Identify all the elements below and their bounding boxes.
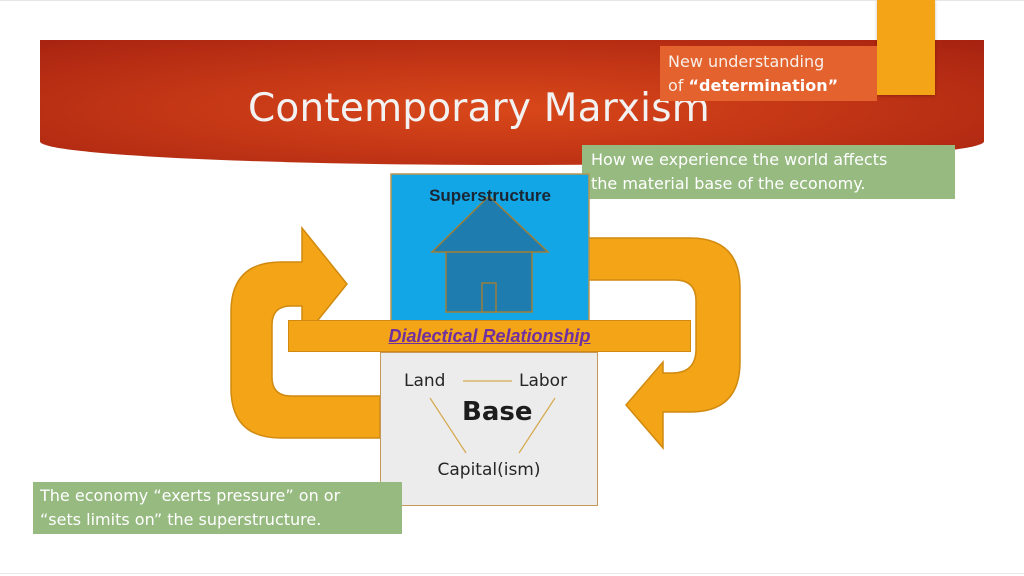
slide-title: Contemporary Marxism: [248, 86, 710, 131]
capital-label: Capital(ism): [437, 460, 541, 480]
down-arrow-icon: [588, 237, 741, 451]
note-determination: New understanding of “determination”: [660, 46, 877, 101]
note-determination-emphasis: “determination”: [688, 76, 839, 95]
dialectical-relationship-bar: [288, 320, 691, 352]
note-determination-line1: New understanding: [668, 52, 825, 71]
house-icon: [430, 194, 550, 313]
base-box: [380, 352, 598, 506]
accent-bar: [877, 0, 935, 95]
top-border: [0, 0, 1024, 1]
note-determination-of: of: [668, 76, 684, 95]
labor-label: Labor: [519, 371, 568, 391]
land-label: Land: [404, 371, 446, 391]
note-economy-line2: “sets limits on” the superstructure.: [40, 510, 322, 529]
bottom-border: [0, 573, 1024, 574]
note-economy: The economy “exerts pressure” on or “set…: [33, 482, 402, 534]
base-label: Base: [462, 397, 533, 427]
dialectical-relationship-link[interactable]: Dialectical Relationship: [388, 326, 591, 346]
note-determination-line2: of “determination”: [668, 74, 869, 98]
note-experience: How we experience the world affects the …: [582, 145, 955, 199]
superstructure-label: Superstructure: [429, 186, 551, 205]
note-experience-line1: How we experience the world affects: [591, 150, 888, 169]
note-economy-line1: The economy “exerts pressure” on or: [40, 486, 341, 505]
note-experience-line2: the material base of the economy.: [591, 174, 866, 193]
